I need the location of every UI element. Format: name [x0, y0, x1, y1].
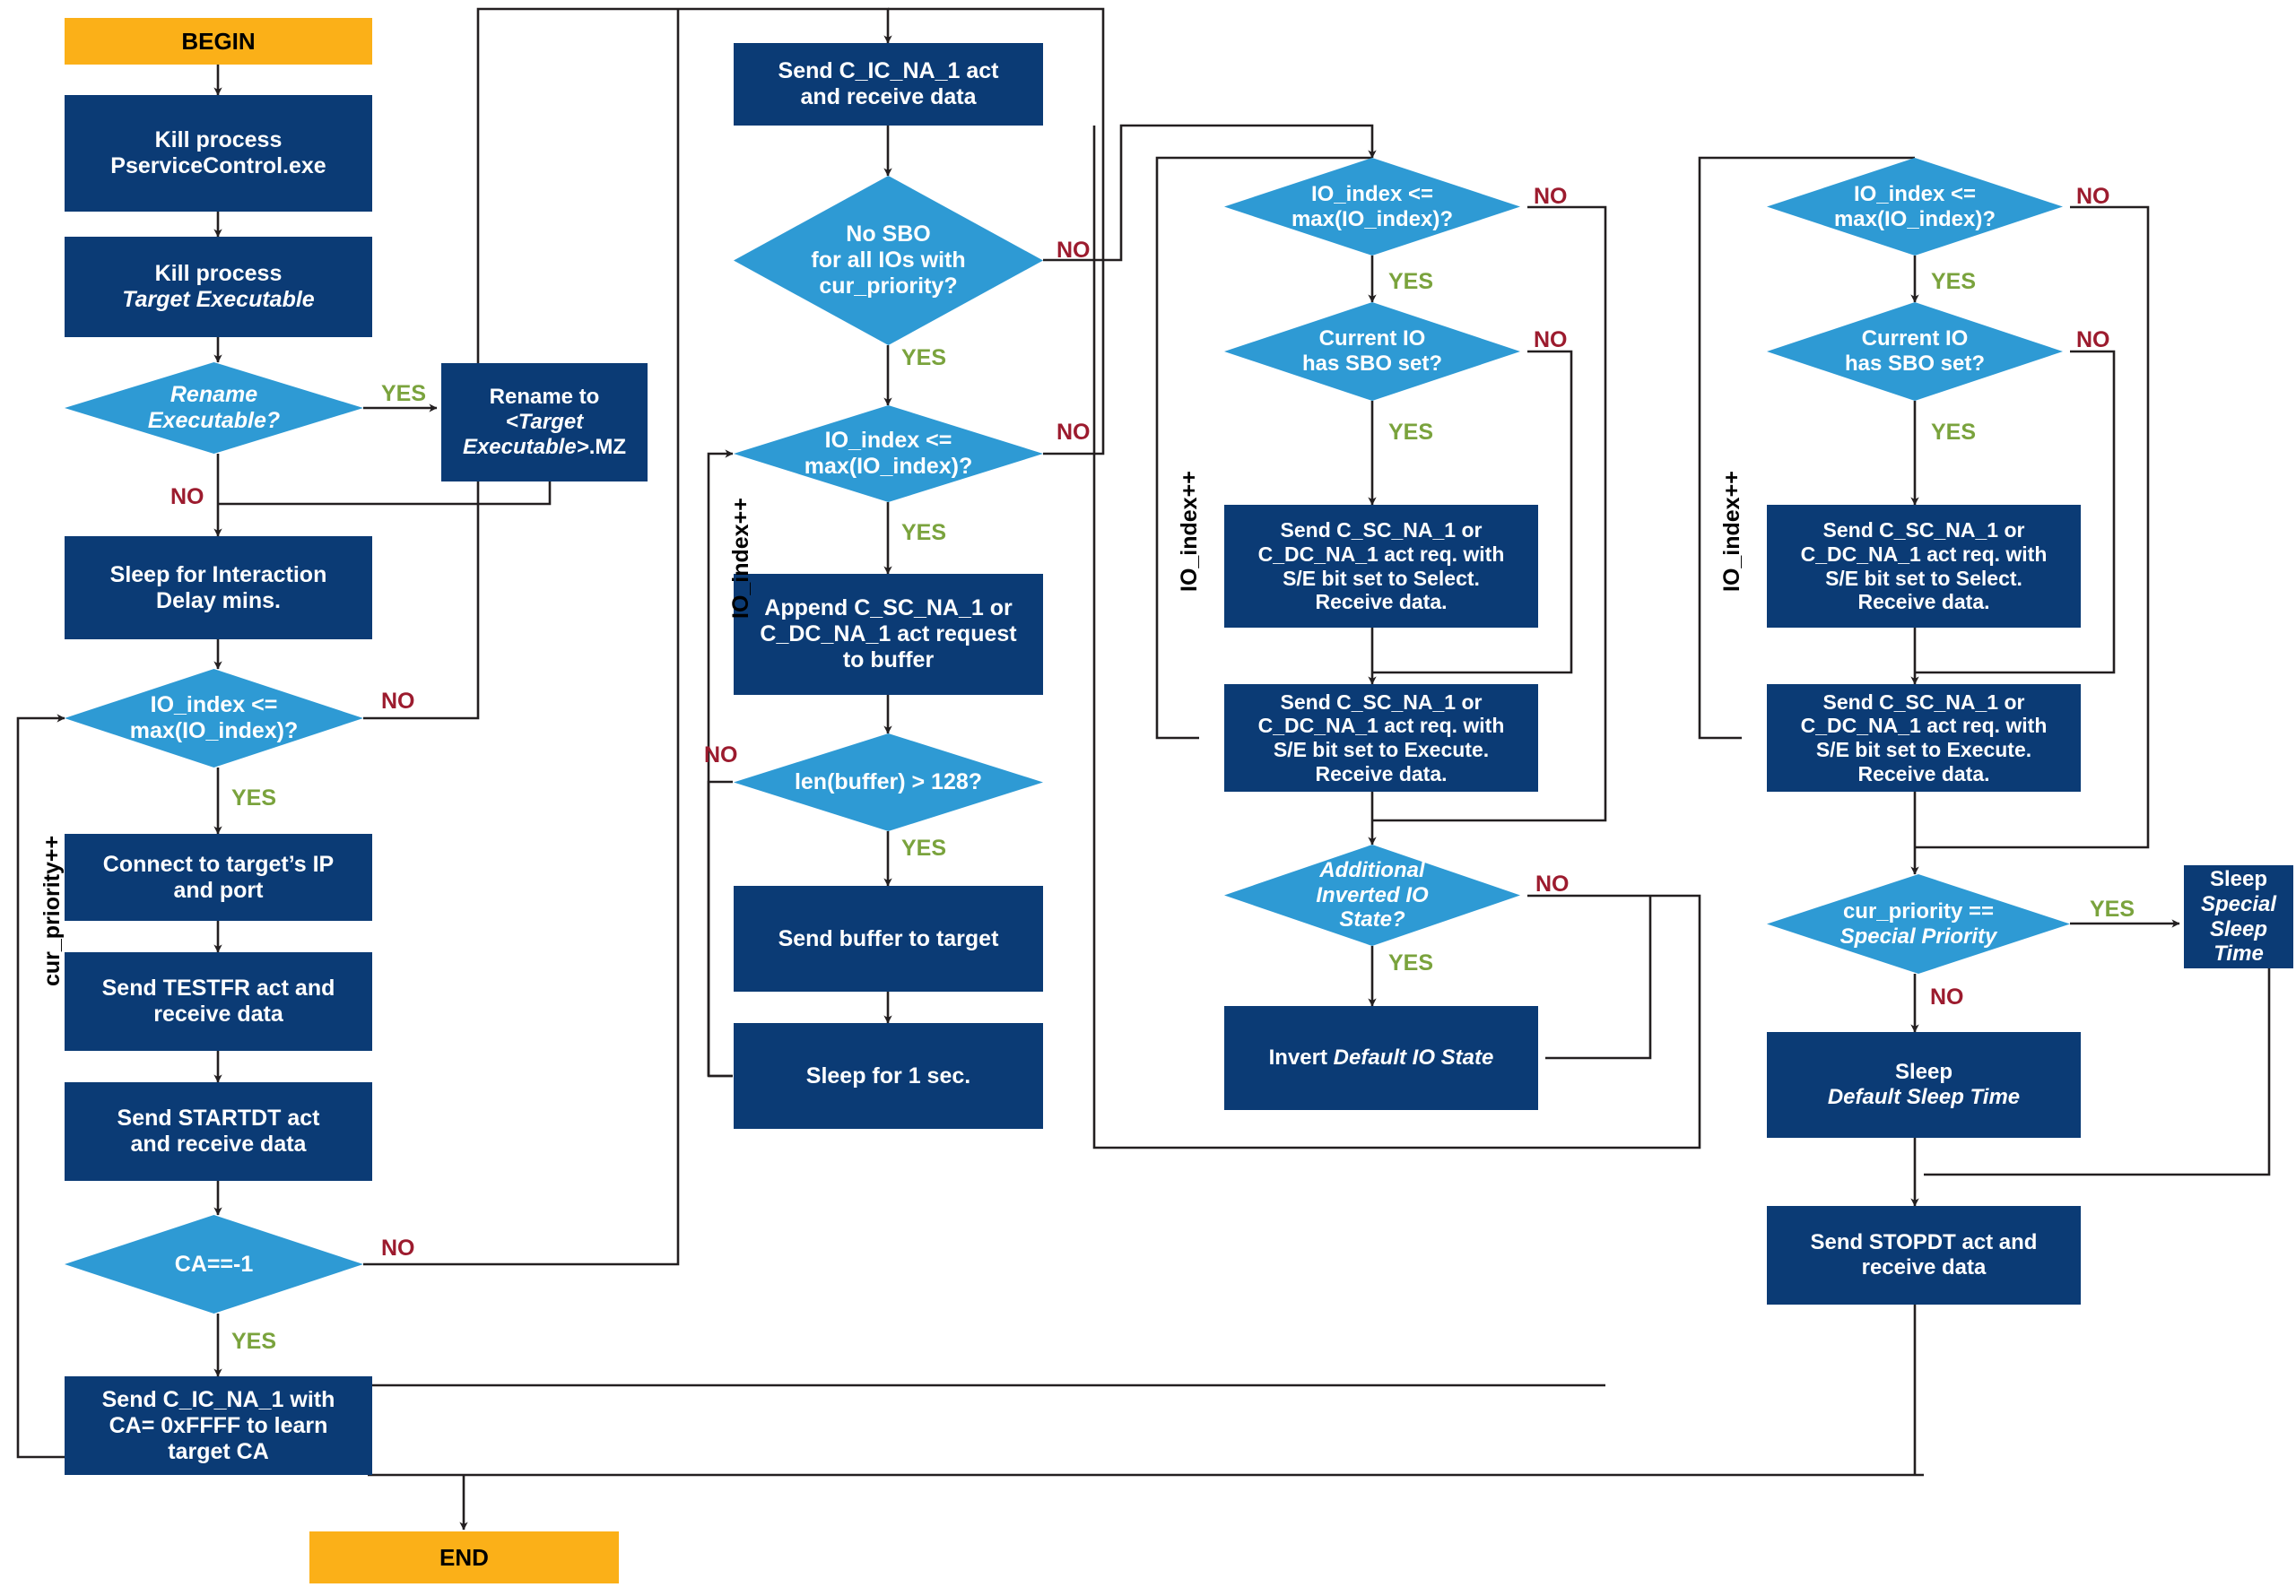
label-no-rename: NO	[170, 484, 204, 509]
ca-decision-text: CA==-1	[174, 1251, 254, 1277]
special-priority-text: cur_priority == Special Priority	[1839, 898, 1997, 949]
node-execute-4[interactable]: Send C_SC_NA_1 or C_DC_NA_1 act req. wit…	[1767, 684, 2081, 792]
node-select-3[interactable]: Send C_SC_NA_1 or C_DC_NA_1 act req. wit…	[1224, 505, 1538, 628]
label-no-sbo-set-3: NO	[1534, 327, 1568, 352]
rename-decision-text: Rename Executable?	[147, 382, 281, 433]
len-buffer-text: len(buffer) > 128?	[794, 769, 983, 794]
label-no-additional-inverted: NO	[1535, 872, 1570, 897]
node-io-index-decision-4[interactable]: IO_index <= max(IO_index)?	[1767, 158, 2063, 256]
node-send-cic[interactable]: Send C_IC_NA_1 act and receive data	[734, 43, 1043, 126]
rename-to-suffix: .MZ	[588, 434, 627, 459]
node-learn-ca[interactable]: Send C_IC_NA_1 with CA= 0xFFFF to learn …	[65, 1376, 372, 1475]
node-end-label: END	[439, 1543, 489, 1571]
node-send-buffer[interactable]: Send buffer to target	[734, 886, 1043, 992]
label-yes-ca: YES	[231, 1329, 277, 1354]
node-end[interactable]: END	[309, 1531, 619, 1583]
node-send-stopdt[interactable]: Send STOPDT act and receive data	[1767, 1206, 2081, 1305]
label-yes-special-priority: YES	[2090, 897, 2135, 922]
node-sleep-interaction[interactable]: Sleep for Interaction Delay mins.	[65, 536, 372, 639]
node-invert-default-io-state[interactable]: Invert Default IO State	[1224, 1006, 1538, 1110]
label-yes-io-index-1: YES	[231, 785, 277, 811]
label-no-io-index-4: NO	[2076, 184, 2110, 209]
io-index-2-text: IO_index <= max(IO_index)?	[804, 428, 973, 479]
label-no-ca: NO	[381, 1236, 415, 1261]
kill-target-line2: Target Executable	[122, 287, 315, 312]
sbo-set-4-text: Current IO has SBO set?	[1844, 326, 1986, 376]
label-no-no-sbo: NO	[1057, 238, 1091, 263]
io-index-1-text: IO_index <= max(IO_index)?	[129, 692, 299, 743]
label-no-io-index-1: NO	[381, 689, 415, 714]
label-cur-priority-increment: cur_priority++	[39, 835, 65, 986]
node-sbo-set-decision-4[interactable]: Current IO has SBO set?	[1767, 302, 2063, 401]
label-no-io-index-3: NO	[1534, 184, 1568, 209]
node-begin-label: BEGIN	[181, 27, 256, 55]
label-no-io-index-2: NO	[1057, 420, 1091, 445]
node-additional-inverted-io-decision[interactable]: Additional Inverted IO State?	[1224, 845, 1520, 946]
node-sleep-default[interactable]: Sleep Default Sleep Time	[1767, 1032, 2081, 1138]
node-rename-decision[interactable]: Rename Executable?	[65, 362, 363, 454]
node-rename-to[interactable]: Rename to <Target Executable>.MZ	[441, 363, 648, 481]
io-index-3-text: IO_index <= max(IO_index)?	[1291, 181, 1454, 231]
kill-pservice-line1: Kill process	[154, 127, 283, 152]
label-io-index-increment-4: IO_index++	[1719, 471, 1744, 592]
node-execute-3[interactable]: Send C_SC_NA_1 or C_DC_NA_1 act req. wit…	[1224, 684, 1538, 792]
label-yes-no-sbo: YES	[901, 345, 947, 370]
label-no-sbo-set-4: NO	[2076, 327, 2110, 352]
label-io-index-increment-3: IO_index++	[1177, 471, 1202, 592]
label-yes-sbo-set-4: YES	[1931, 420, 1977, 445]
label-yes-io-index-4: YES	[1931, 269, 1977, 294]
label-yes-additional-inverted: YES	[1388, 950, 1434, 976]
node-append-buffer[interactable]: Append C_SC_NA_1 or C_DC_NA_1 act reques…	[734, 574, 1043, 695]
label-no-len-buffer: NO	[704, 742, 738, 768]
label-yes-sbo-set-3: YES	[1388, 420, 1434, 445]
rename-to-line2: <Target	[505, 410, 584, 435]
node-sbo-set-decision-3[interactable]: Current IO has SBO set?	[1224, 302, 1520, 401]
node-kill-target[interactable]: Kill process Target Executable	[65, 237, 372, 337]
label-no-special-priority: NO	[1930, 984, 1964, 1010]
node-len-buffer-decision[interactable]: len(buffer) > 128?	[734, 733, 1043, 831]
node-io-index-decision-1[interactable]: IO_index <= max(IO_index)?	[65, 669, 363, 768]
node-send-testfr[interactable]: Send TESTFR act and receive data	[65, 952, 372, 1051]
kill-target-line1: Kill process	[154, 261, 283, 286]
label-io-index-increment-2: IO_index++	[728, 498, 753, 619]
node-send-startdt[interactable]: Send STARTDT act and receive data	[65, 1082, 372, 1181]
node-connect-target[interactable]: Connect to target’s IP and port	[65, 834, 372, 921]
node-no-sbo-decision[interactable]: No SBO for all IOs with cur_priority?	[734, 176, 1043, 345]
node-ca-decision[interactable]: CA==-1	[65, 1215, 363, 1314]
rename-to-line3: Executable>	[462, 434, 589, 459]
kill-pservice-line2: PserviceControl.exe	[110, 153, 326, 178]
additional-inverted-text: Additional Inverted IO State?	[1316, 857, 1429, 932]
sbo-set-3-text: Current IO has SBO set?	[1301, 326, 1443, 376]
io-index-4-text: IO_index <= max(IO_index)?	[1833, 181, 1996, 231]
label-yes-io-index-2: YES	[901, 520, 947, 545]
node-select-4[interactable]: Send C_SC_NA_1 or C_DC_NA_1 act req. wit…	[1767, 505, 2081, 628]
node-io-index-decision-2[interactable]: IO_index <= max(IO_index)?	[734, 405, 1043, 502]
label-yes-len-buffer: YES	[901, 836, 947, 861]
node-io-index-decision-3[interactable]: IO_index <= max(IO_index)?	[1224, 158, 1520, 256]
label-yes-rename: YES	[381, 381, 427, 406]
node-begin[interactable]: BEGIN	[65, 18, 372, 65]
node-sleep-1sec[interactable]: Sleep for 1 sec.	[734, 1023, 1043, 1129]
node-special-priority-decision[interactable]: cur_priority == Special Priority	[1767, 874, 2070, 974]
rename-to-line1: Rename to	[489, 385, 600, 410]
node-kill-pservice[interactable]: Kill process PserviceControl.exe	[65, 95, 372, 212]
label-yes-io-index-3: YES	[1388, 269, 1434, 294]
node-sleep-special[interactable]: Sleep Special Sleep Time	[2184, 865, 2293, 968]
no-sbo-text: No SBO for all IOs with cur_priority?	[811, 221, 966, 299]
